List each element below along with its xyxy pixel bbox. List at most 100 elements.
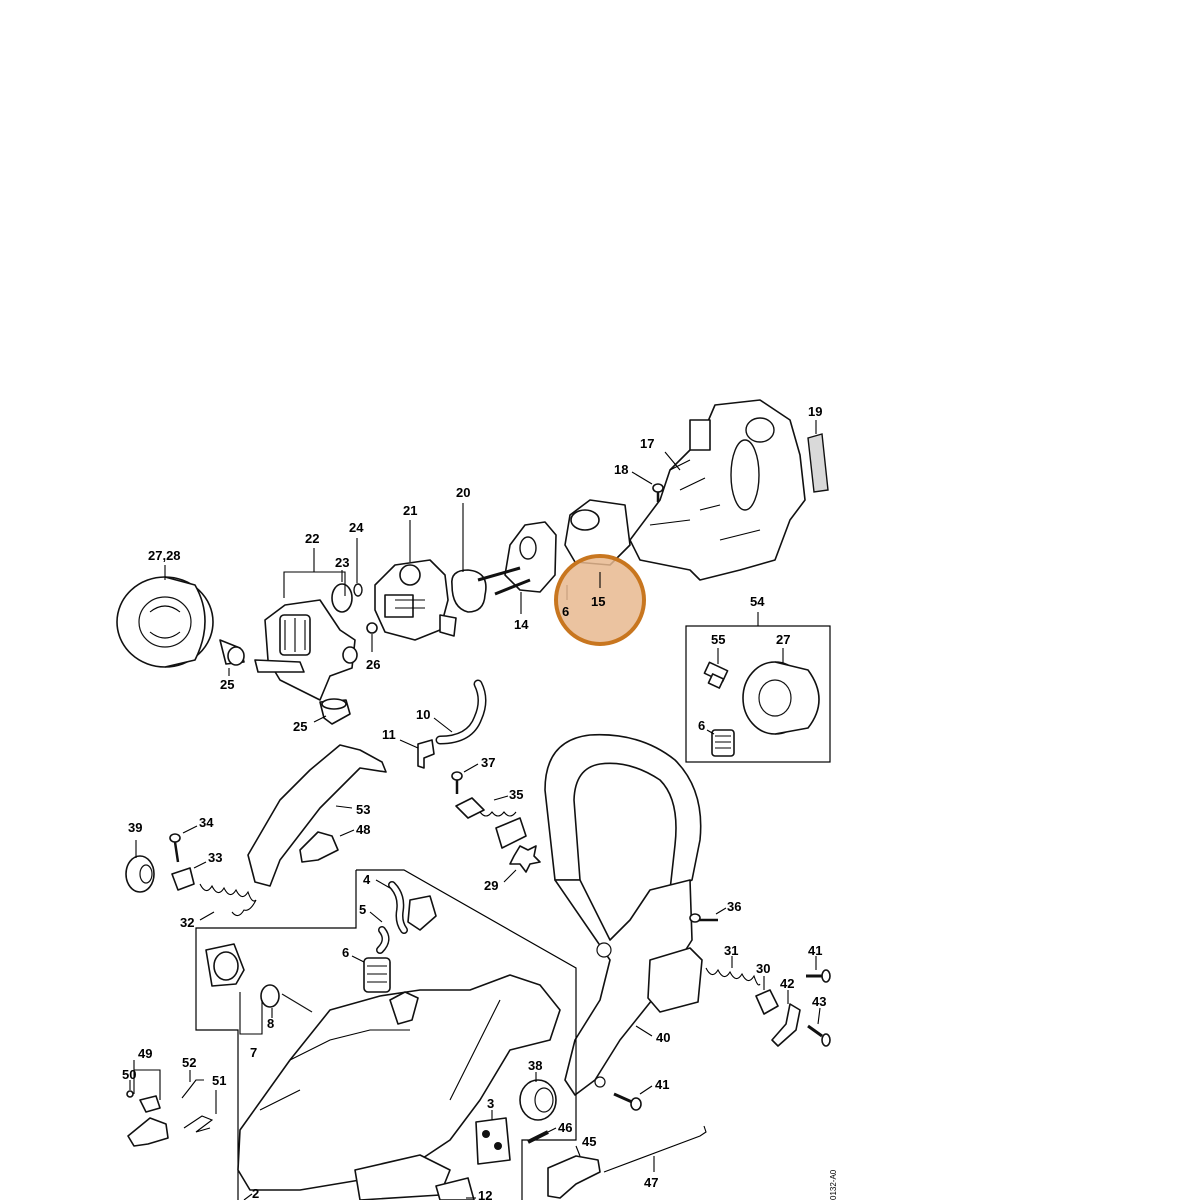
label-55: 55 bbox=[711, 632, 725, 647]
label-17: 17 bbox=[640, 436, 654, 451]
air-filter-part bbox=[116, 576, 214, 668]
spring-part-52 bbox=[181, 1079, 204, 1099]
screw-part-50 bbox=[126, 1090, 134, 1098]
cap-part-25a bbox=[219, 639, 245, 666]
label-41a: 41 bbox=[808, 943, 822, 958]
label-24: 24 bbox=[349, 520, 364, 535]
label-52: 52 bbox=[182, 1055, 196, 1070]
cap-part-39 bbox=[125, 855, 155, 893]
spring-part-31 bbox=[705, 967, 761, 986]
air-filter-part-27 bbox=[742, 661, 820, 735]
label-36: 36 bbox=[727, 899, 741, 914]
bracket-part-42 bbox=[771, 1003, 801, 1047]
screw-part-34 bbox=[169, 833, 181, 863]
label-34: 34 bbox=[199, 815, 214, 830]
screw-part-18 bbox=[652, 483, 664, 502]
intake-manifold-part bbox=[564, 499, 631, 566]
label-10: 10 bbox=[416, 707, 430, 722]
label-42: 42 bbox=[780, 976, 794, 991]
buffer-part-33 bbox=[171, 867, 195, 891]
label-26: 26 bbox=[366, 657, 380, 672]
label-25a: 25 bbox=[220, 677, 234, 692]
fuel-filter-part-6b bbox=[711, 729, 735, 757]
spring-part-51 bbox=[183, 1115, 214, 1133]
screw-part-41b bbox=[613, 1092, 642, 1111]
label-19: 19 bbox=[808, 404, 822, 419]
label-41b: 41 bbox=[655, 1077, 669, 1092]
pin-part-46 bbox=[527, 1130, 549, 1144]
buffer-block-part bbox=[647, 947, 703, 1013]
label-6a: 6 bbox=[562, 604, 569, 619]
cover-part-12 bbox=[435, 1177, 475, 1200]
label-46: 46 bbox=[558, 1120, 572, 1135]
label-35: 35 bbox=[509, 787, 523, 802]
label-31: 31 bbox=[724, 943, 738, 958]
spring-part-32 bbox=[199, 883, 257, 917]
intake-flange-part bbox=[477, 521, 557, 596]
screw-part-41a bbox=[806, 969, 831, 983]
label-40: 40 bbox=[656, 1030, 670, 1045]
label-12: 12 bbox=[478, 1188, 492, 1200]
throttle-lever-part-49 bbox=[127, 1095, 169, 1147]
label-37: 37 bbox=[481, 755, 495, 770]
gasket-part bbox=[451, 569, 487, 613]
label-45: 45 bbox=[582, 1134, 596, 1149]
label-15: 15 bbox=[591, 594, 605, 609]
fuel-filter-part-6c bbox=[363, 957, 391, 993]
label-23: 23 bbox=[335, 555, 349, 570]
trigger-part-45 bbox=[547, 1155, 601, 1199]
label-4: 4 bbox=[363, 872, 371, 887]
cap-part-25b bbox=[319, 698, 351, 725]
label-32: 32 bbox=[180, 915, 194, 930]
label-20: 20 bbox=[456, 485, 470, 500]
decal-part-3 bbox=[475, 1117, 511, 1165]
tank-cap-part-7 bbox=[205, 943, 313, 1013]
filter-base-part bbox=[254, 599, 358, 701]
label-47: 47 bbox=[644, 1175, 658, 1190]
label-6c: 6 bbox=[342, 945, 349, 960]
label-27-28: 27,28 bbox=[148, 548, 181, 563]
label-38: 38 bbox=[528, 1058, 542, 1073]
highlighted-part-15[interactable] bbox=[554, 554, 646, 646]
label-2: 2 bbox=[252, 1186, 259, 1200]
label-43: 43 bbox=[812, 994, 826, 1009]
label-6b: 6 bbox=[698, 718, 705, 733]
screw-part-37 bbox=[451, 771, 463, 794]
screw-part-36 bbox=[689, 913, 718, 923]
handle-molding-part-53 bbox=[247, 744, 387, 887]
elbow-part-11 bbox=[417, 739, 435, 769]
strip-part-19 bbox=[807, 433, 829, 493]
gasket-ring-part bbox=[331, 583, 363, 613]
label-29: 29 bbox=[484, 878, 498, 893]
label-7: 7 bbox=[250, 1045, 257, 1060]
buffer-part-30 bbox=[755, 989, 779, 1015]
label-33: 33 bbox=[208, 850, 222, 865]
sensor-part-55 bbox=[703, 661, 729, 689]
label-53: 53 bbox=[356, 802, 370, 817]
engine-housing-part bbox=[629, 399, 806, 581]
hose-part-10 bbox=[435, 679, 487, 745]
label-54: 54 bbox=[750, 594, 765, 609]
label-25b: 25 bbox=[293, 719, 307, 734]
label-48: 48 bbox=[356, 822, 370, 837]
label-51: 51 bbox=[212, 1073, 226, 1088]
label-39: 39 bbox=[128, 820, 142, 835]
label-49: 49 bbox=[138, 1046, 152, 1061]
fuel-hose-part-5 bbox=[376, 881, 437, 954]
label-3: 3 bbox=[487, 1096, 494, 1111]
label-21: 21 bbox=[403, 503, 417, 518]
label-27: 27 bbox=[776, 632, 790, 647]
label-14: 14 bbox=[514, 617, 529, 632]
tank-group-outline bbox=[195, 869, 577, 1200]
label-5: 5 bbox=[359, 902, 366, 917]
label-18: 18 bbox=[614, 462, 628, 477]
label-8: 8 bbox=[267, 1016, 274, 1031]
star-part-29 bbox=[509, 845, 541, 873]
handlebar-part-40 bbox=[544, 733, 702, 1096]
lever-part-48 bbox=[299, 831, 339, 863]
carburetor-part bbox=[374, 559, 457, 641]
label-22: 22 bbox=[305, 531, 319, 546]
av-spring-part-35 bbox=[455, 797, 527, 849]
rod-part-47 bbox=[603, 1125, 707, 1173]
